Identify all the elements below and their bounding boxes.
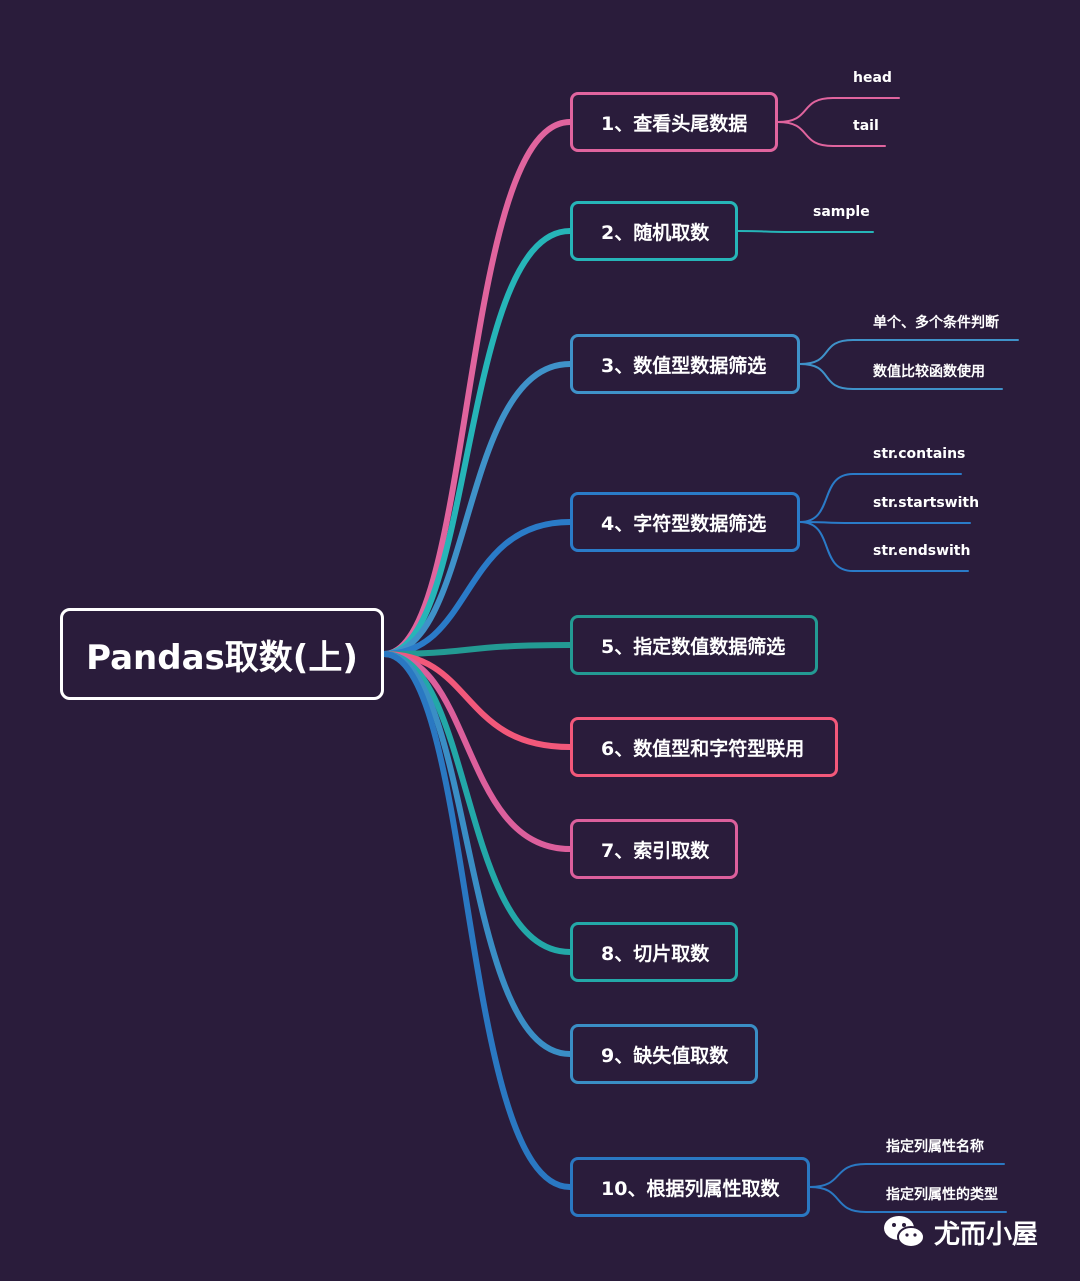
topic-node[interactable]: 5、指定数值数据筛选 xyxy=(570,615,818,675)
branch-connector xyxy=(381,642,573,657)
branch-connector xyxy=(381,651,573,750)
wechat-icon xyxy=(884,1216,925,1248)
leaf-label[interactable]: 指定列属性名称 xyxy=(886,1139,984,1155)
leaf-connector xyxy=(799,363,1003,390)
leaf-label[interactable]: str.startswith xyxy=(873,495,980,511)
leaf-label[interactable]: 单个、多个条件判断 xyxy=(873,315,999,331)
topic-node[interactable]: 9、缺失值取数 xyxy=(570,1024,758,1084)
leaf-connector xyxy=(799,339,1019,365)
topic-node[interactable]: 3、数值型数据筛选 xyxy=(570,334,800,394)
root-node[interactable]: Pandas取数(上) xyxy=(60,608,384,700)
branch-connector xyxy=(381,651,573,1190)
leaf-connector xyxy=(777,97,900,123)
leaf-label[interactable]: 指定列属性的类型 xyxy=(886,1187,998,1203)
topic-node[interactable]: 2、随机取数 xyxy=(570,201,738,261)
watermark: 尤而小屋 xyxy=(882,1210,1038,1254)
leaf-label[interactable]: tail xyxy=(853,118,879,134)
leaf-label[interactable]: sample xyxy=(813,204,870,220)
leaf-label[interactable]: 数值比较函数使用 xyxy=(873,364,985,380)
leaf-connector xyxy=(799,521,969,572)
branch-connector xyxy=(381,651,573,852)
branch-connector xyxy=(381,519,573,657)
leaf-connector xyxy=(777,121,886,147)
leaf-connector xyxy=(809,1186,1007,1213)
topic-node[interactable]: 1、查看头尾数据 xyxy=(570,92,778,152)
leaf-connector xyxy=(799,521,971,524)
leaf-label[interactable]: str.contains xyxy=(873,446,966,462)
leaf-label[interactable]: str.endswith xyxy=(873,543,971,559)
leaf-connector xyxy=(737,230,874,233)
branch-connector xyxy=(381,361,573,657)
branch-connector xyxy=(381,651,573,955)
branch-connector xyxy=(381,651,573,1057)
topic-node[interactable]: 4、字符型数据筛选 xyxy=(570,492,800,552)
topic-node[interactable]: 10、根据列属性取数 xyxy=(570,1157,810,1217)
topic-node[interactable]: 7、索引取数 xyxy=(570,819,738,879)
topic-node[interactable]: 8、切片取数 xyxy=(570,922,738,982)
leaf-connector xyxy=(799,473,962,523)
branch-connector xyxy=(381,228,573,657)
leaf-label[interactable]: head xyxy=(853,70,892,86)
topic-node[interactable]: 6、数值型和字符型联用 xyxy=(570,717,838,777)
leaf-connector xyxy=(809,1163,1005,1188)
watermark-label: 尤而小屋 xyxy=(934,1219,1039,1250)
